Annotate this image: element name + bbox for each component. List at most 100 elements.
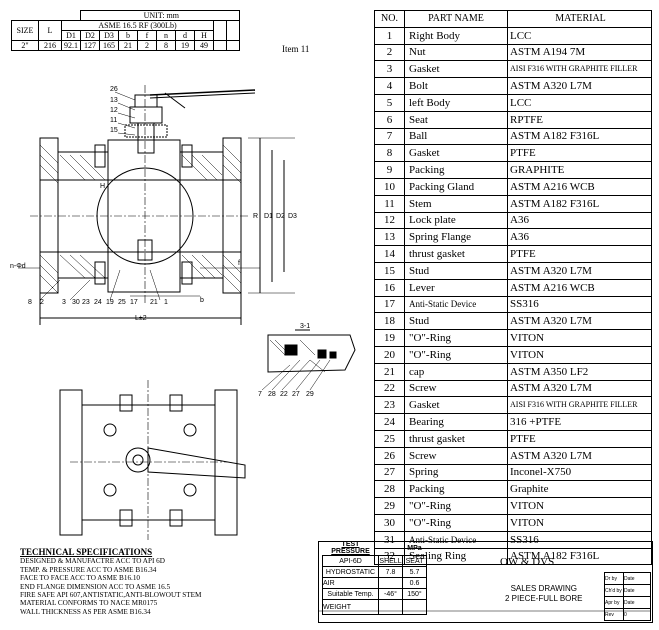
technical-specifications: TECHNICAL SPECIFICATIONS DESIGNED & MANU… <box>20 547 201 616</box>
part-no: 17 <box>374 295 405 314</box>
test-temp: Suitable Temp. <box>322 588 379 600</box>
part-material: RPTFE <box>507 110 652 129</box>
callout: 28 <box>268 391 276 398</box>
dim-label-l: L±2 <box>135 315 147 322</box>
part-name: Nut <box>404 43 508 62</box>
sig-cell: Apr by <box>604 596 624 609</box>
part-no: 28 <box>374 480 405 499</box>
title-block <box>318 541 653 623</box>
part-material: ASTM A320 L7M <box>507 312 652 331</box>
sig-cell: Date <box>623 584 651 597</box>
callout: 2 <box>40 299 44 306</box>
callout: 21 <box>150 299 158 306</box>
part-name: Packing <box>404 480 508 499</box>
test-hydro-seat: 5.7 <box>402 566 427 578</box>
part-material: VITON <box>507 497 652 515</box>
part-name: Bolt <box>404 77 508 95</box>
callout: 15 <box>110 127 118 134</box>
part-material: ASTM A216 WCB <box>507 177 652 196</box>
part-material: PTFE <box>507 144 652 163</box>
part-material: ASTM A194 7M <box>507 43 652 62</box>
part-material: A36 <box>507 228 652 247</box>
test-hydro-shell: 7.8 <box>378 566 403 578</box>
part-material: ASTM A320 L7M <box>507 379 652 398</box>
part-name: Gasket <box>404 396 508 415</box>
part-material: A36 <box>507 211 652 230</box>
tech-line: WALL THICKNESS AS PER ASME B16.34 <box>20 607 151 616</box>
part-no: 19 <box>374 329 405 347</box>
part-name: Lock plate <box>404 211 508 230</box>
part-material: ASTM A216 WCB <box>507 278 652 297</box>
test-pressure-table: TEST PRESSURE MPa API-6D SHELL SEAT HYDR… <box>322 541 427 615</box>
part-no: 8 <box>374 144 405 163</box>
part-name: Packing Gland <box>404 177 508 196</box>
part-name: Spring <box>404 463 508 482</box>
test-title: TEST PRESSURE <box>331 541 370 555</box>
part-name: thrust gasket <box>404 245 508 263</box>
item-11-label: Item 11 <box>282 44 310 54</box>
tech-title: TECHNICAL SPECIFICATIONS <box>20 547 153 557</box>
test-temp-max: 150° <box>402 588 427 600</box>
part-material: Graphite <box>507 480 652 499</box>
part-name: cap <box>404 362 508 381</box>
part-no: 23 <box>374 396 405 415</box>
part-no: 16 <box>374 278 405 297</box>
header-no: NO. <box>374 10 405 28</box>
part-name: "O"-Ring <box>404 513 508 532</box>
drawing-description: 2 PIECE-FULL BORE <box>505 594 583 603</box>
part-material: VITON <box>507 329 652 347</box>
header-material: MATERIAL <box>507 10 652 28</box>
callout: 24 <box>94 299 102 306</box>
part-name: "O"-Ring <box>404 345 508 364</box>
part-no: 24 <box>374 413 405 431</box>
callout: 19 <box>106 299 114 306</box>
part-material: ASTM A182 F316L <box>507 547 652 566</box>
part-material: 316 +PTFE <box>507 413 652 431</box>
part-no: 29 <box>374 497 405 515</box>
dim-label-d1: D1 <box>264 213 273 220</box>
part-material: ASTM A182 F316L <box>507 127 652 146</box>
test-h2: SHELL <box>378 555 403 567</box>
part-no: 25 <box>374 429 405 448</box>
part-name: Gasket <box>404 144 508 163</box>
part-no: 1 <box>374 26 405 45</box>
part-material: ASTM A182 F316L <box>507 194 652 213</box>
part-no: 5 <box>374 93 405 112</box>
sig-cell: Rev <box>604 608 624 621</box>
part-no: 9 <box>374 161 405 179</box>
part-name: Stud <box>404 261 508 280</box>
callout: 3 <box>62 299 66 306</box>
part-material: ASTM A320 L7M <box>507 261 652 280</box>
part-no: 15 <box>374 261 405 280</box>
section-view <box>18 85 295 325</box>
drawing-type: SALES DRAWING <box>510 584 577 593</box>
test-hydro: HYDROSTATIC <box>322 566 379 578</box>
callout: 23 <box>82 299 90 306</box>
part-material: PTFE <box>507 429 652 448</box>
part-material: AISI F316 WITH GRAPHITE FILLER <box>507 60 652 79</box>
part-no: 6 <box>374 110 405 129</box>
callout: 1 <box>164 299 168 306</box>
part-no: 7 <box>374 127 405 146</box>
sig-cell: Ch'd by <box>604 584 624 597</box>
tech-line: END FLANGE DIMENSION ACC TO ASME 16.5 <box>20 582 171 591</box>
tech-line: FACE TO FACE ACC TO ASME B16.10 <box>20 574 141 583</box>
test-air: AIR <box>322 577 379 589</box>
callout: 30 <box>72 299 80 306</box>
part-name: Screw <box>404 446 508 465</box>
tech-line: DESIGNED & MANUFACTRE ACC TO API 6D <box>20 557 165 566</box>
part-name: left Body <box>404 93 508 112</box>
